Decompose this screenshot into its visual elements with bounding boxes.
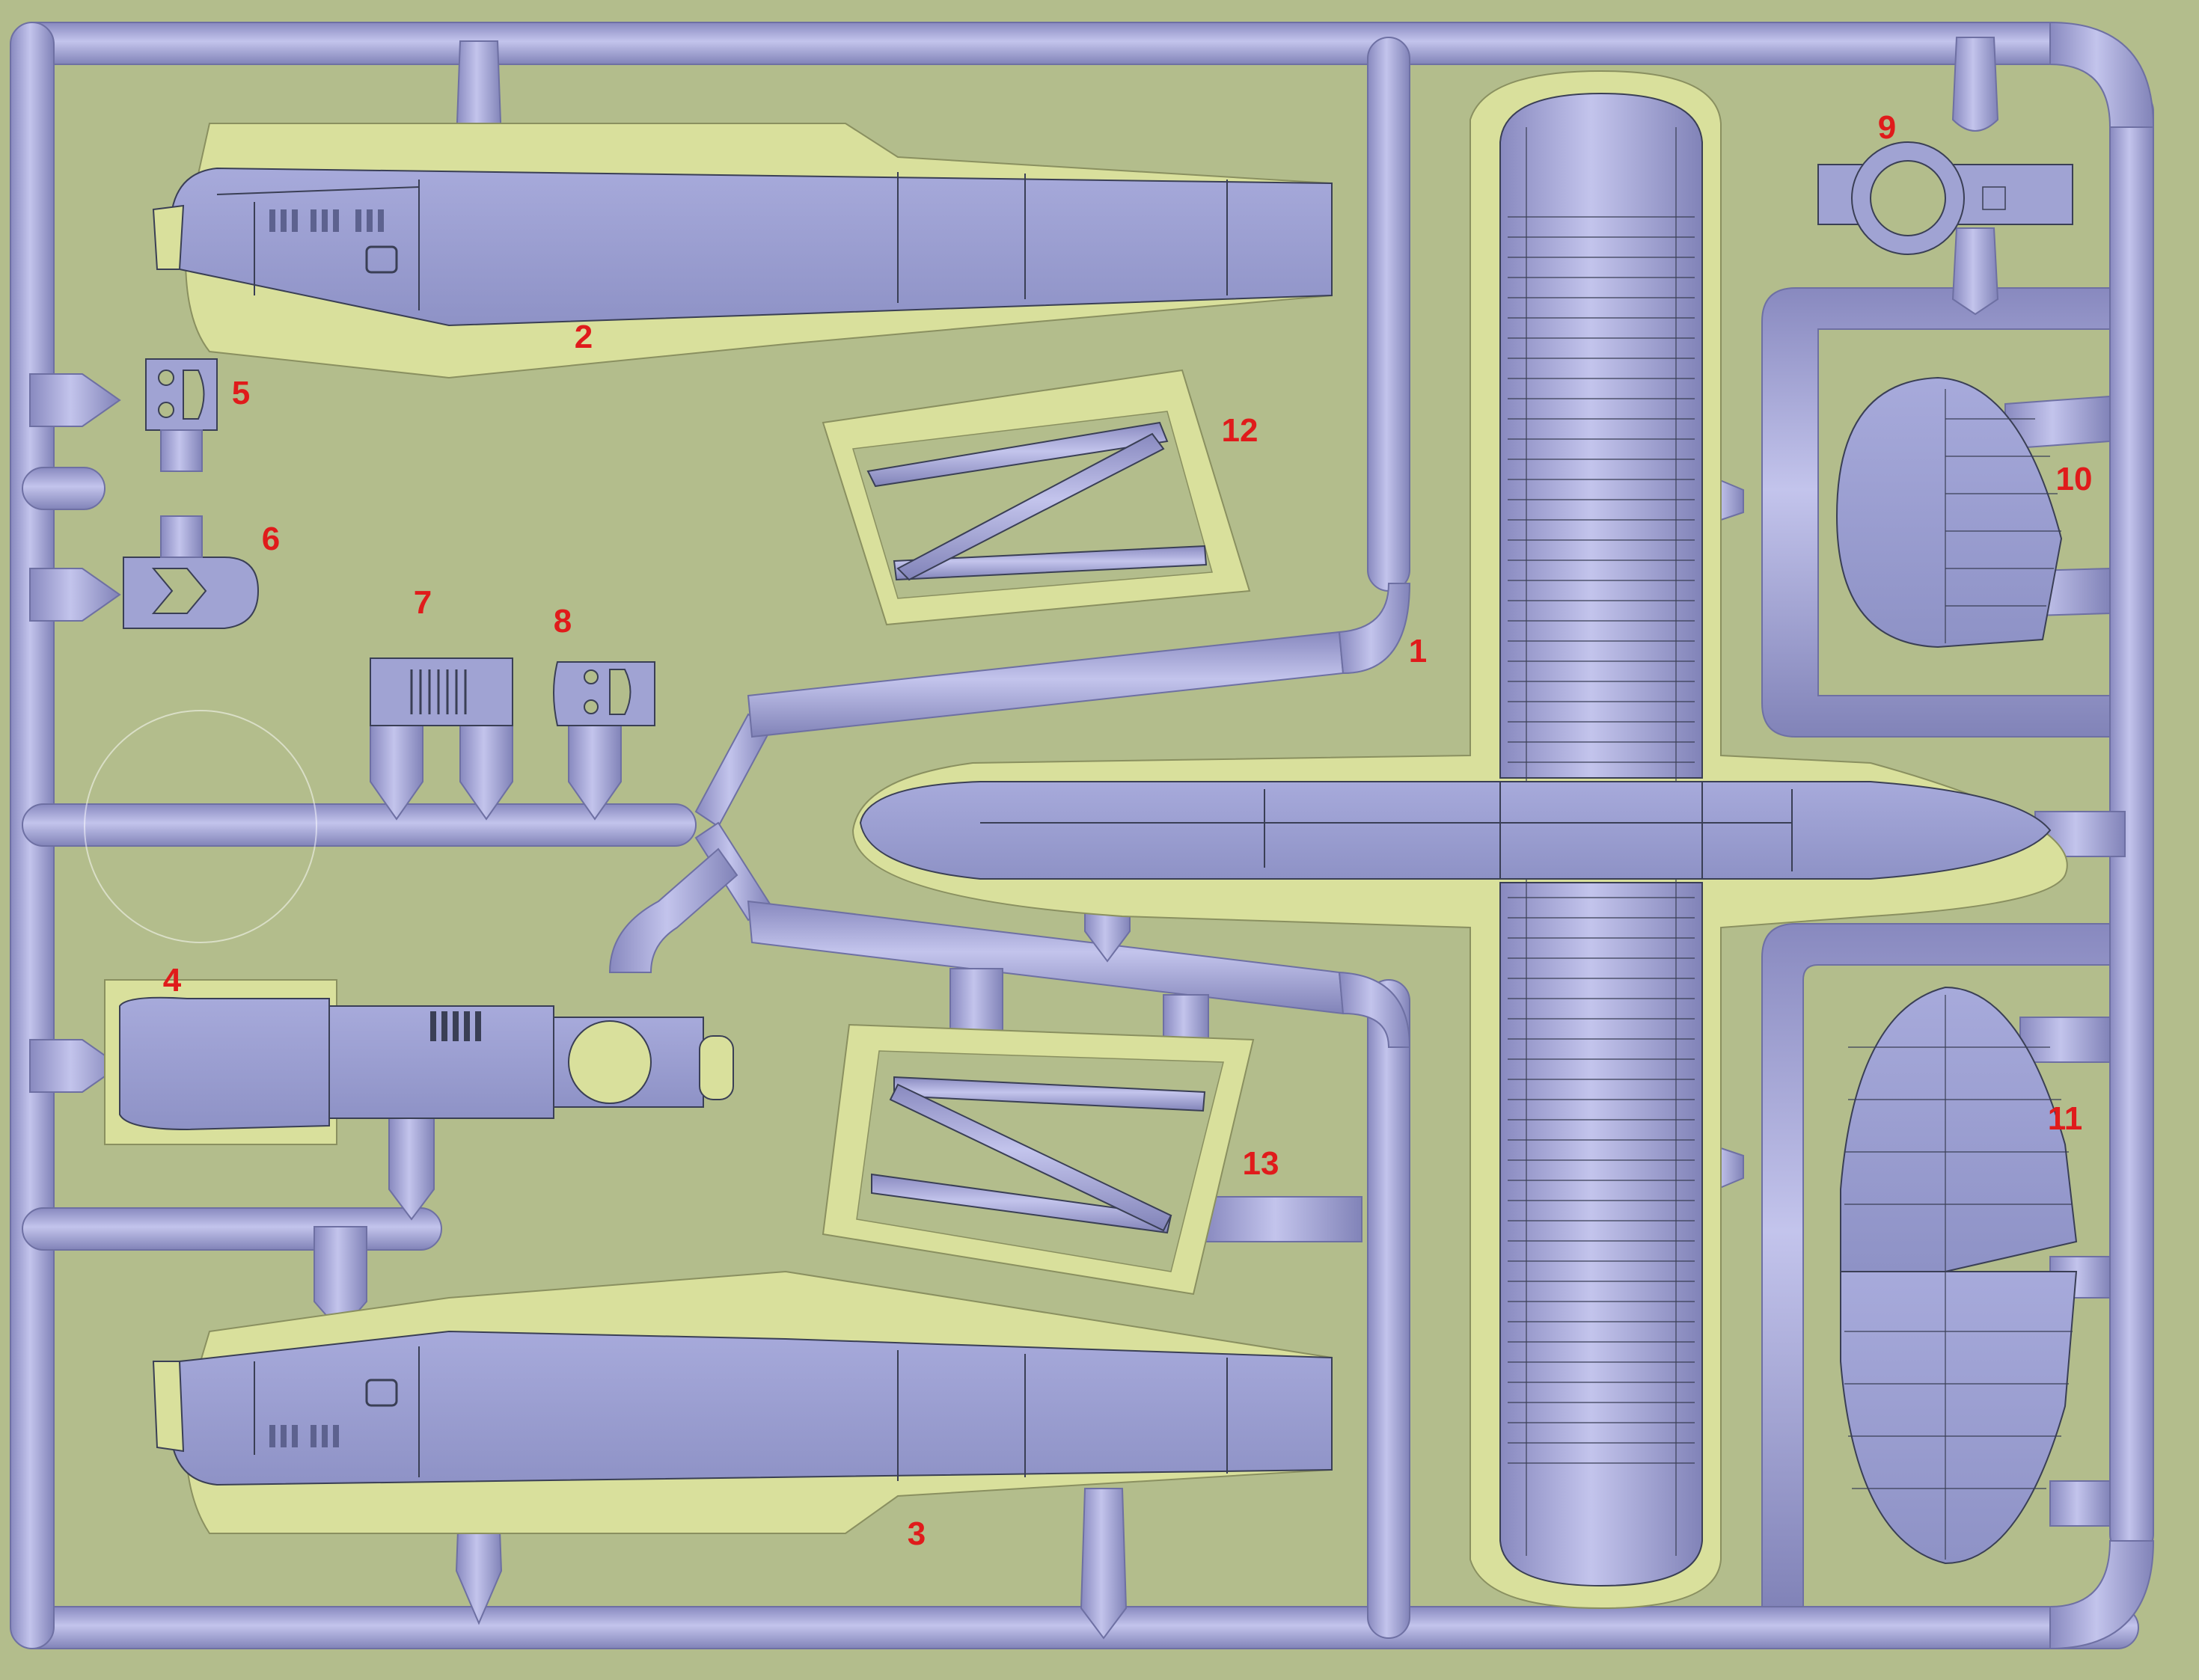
label-part-1: 1 xyxy=(1409,633,1427,669)
part-11-tailplane xyxy=(1840,986,2078,1565)
gate-circle xyxy=(84,710,317,943)
part-5 xyxy=(145,358,218,472)
part-2-fuselage-half xyxy=(152,123,1333,379)
part-7 xyxy=(370,657,513,726)
sprue-frame xyxy=(10,21,2155,1650)
part-13-struts xyxy=(822,1023,1255,1296)
label-part-3: 3 xyxy=(908,1515,926,1552)
label-part-13: 13 xyxy=(1243,1145,1279,1182)
label-part-10: 10 xyxy=(2056,461,2093,497)
part-3-fuselage-half xyxy=(152,1270,1333,1534)
part-9 xyxy=(1817,141,2073,255)
part-4-engine xyxy=(104,979,734,1145)
part-1-wing xyxy=(851,70,2068,1610)
label-part-12: 12 xyxy=(1222,412,1258,449)
part-10-rudder xyxy=(1835,376,2063,649)
label-part-11: 11 xyxy=(2048,1100,2083,1137)
label-part-2: 2 xyxy=(575,319,593,355)
part-8 xyxy=(553,661,655,726)
part-6 xyxy=(123,515,260,629)
part-12-struts xyxy=(822,369,1251,626)
label-part-6: 6 xyxy=(262,521,280,557)
label-part-4: 4 xyxy=(163,962,182,999)
label-part-5: 5 xyxy=(232,375,250,411)
label-part-8: 8 xyxy=(554,603,572,640)
label-part-9: 9 xyxy=(1878,109,1896,146)
label-part-7: 7 xyxy=(414,584,432,621)
